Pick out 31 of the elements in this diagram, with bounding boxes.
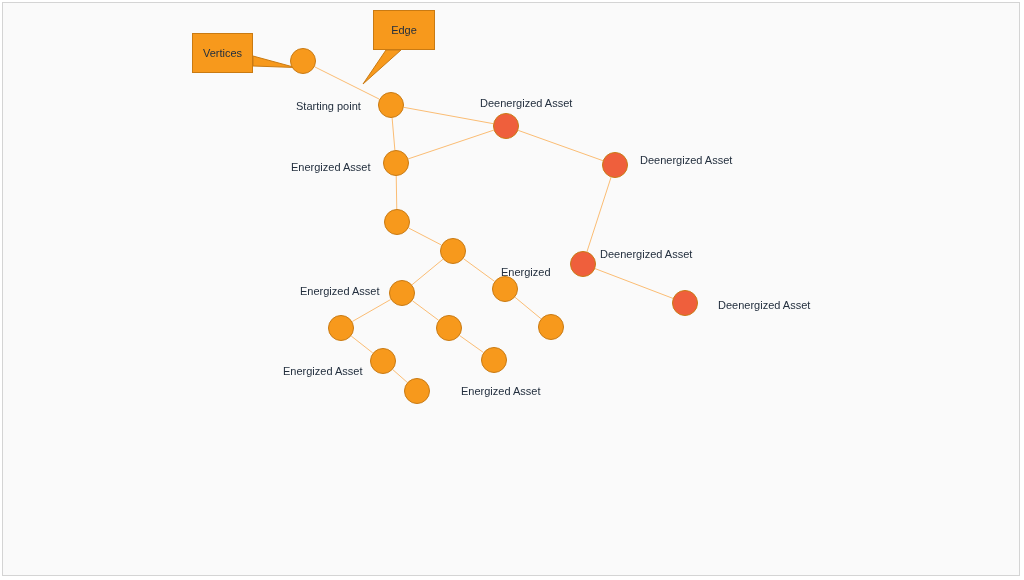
edge-line [411, 300, 440, 321]
callout-box [373, 10, 435, 50]
edge-line [392, 369, 408, 383]
vertex-label: Deenergized Asset [600, 247, 693, 262]
edge-line [395, 175, 398, 210]
edge-line [459, 335, 484, 353]
edge-line [314, 66, 380, 100]
vertex-label: Energized Asset [300, 284, 380, 299]
edge-line [403, 106, 494, 125]
vertex-label: Deenergized Asset [640, 153, 733, 168]
edge-line [586, 176, 612, 253]
edge-line [517, 129, 604, 162]
vertex-label: Energized Asset [461, 384, 541, 399]
edge-line [350, 335, 374, 354]
edge-line [407, 129, 495, 160]
vertex-label: Deenergized Asset [480, 96, 573, 111]
callout-box [192, 33, 253, 73]
edge-line [514, 296, 542, 320]
vertex-label: Deenergized Asset [718, 298, 811, 313]
edge-line [411, 258, 444, 286]
vertex-label: Energized Asset [291, 160, 371, 175]
vertex-label: Energized [501, 265, 551, 280]
callout-text: Edge [391, 22, 417, 38]
vertex-label: Starting point [296, 99, 361, 114]
callout-pointer [362, 49, 402, 85]
edge-line [594, 268, 674, 299]
edge-line [463, 258, 495, 282]
callout-text: Vertices [202, 45, 243, 61]
edge-line [391, 117, 396, 151]
vertex-label: Energized Asset [283, 364, 363, 379]
edge-line [408, 227, 442, 246]
